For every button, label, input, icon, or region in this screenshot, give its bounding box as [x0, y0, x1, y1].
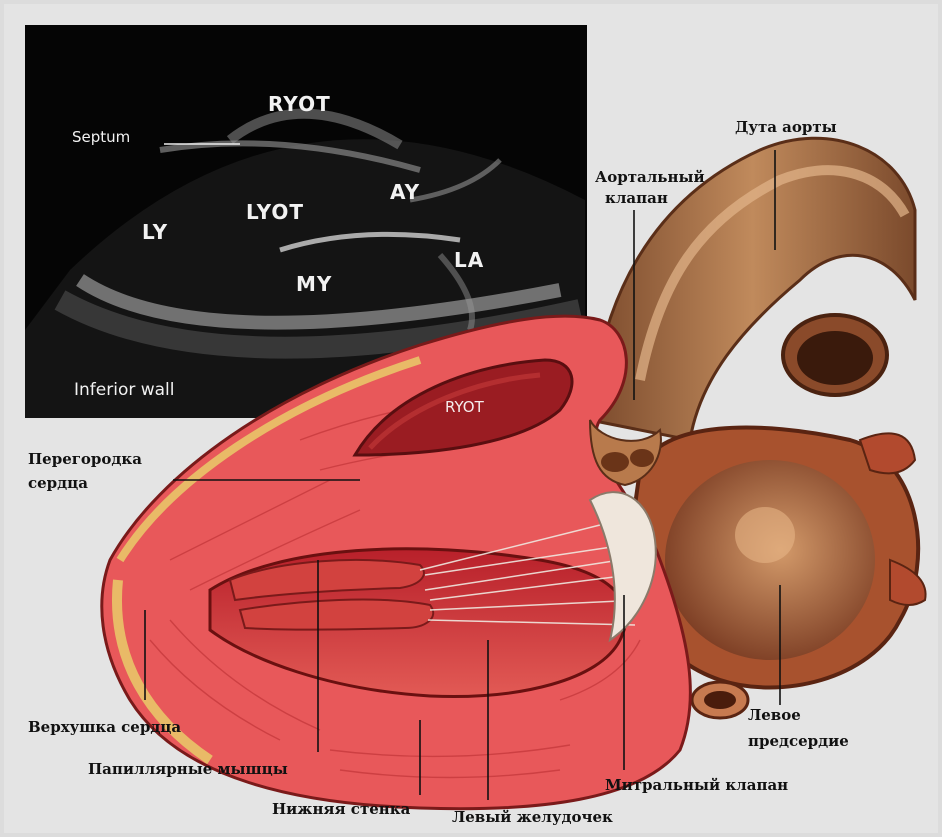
us-label-ryot: RYOT: [268, 92, 331, 116]
label-inferior-wall: Нижняя стенка: [272, 800, 410, 818]
label-aortic-valve-2: клапан: [605, 189, 668, 207]
us-label-lyot: LYOT: [246, 200, 304, 224]
us-label-la: LA: [454, 248, 484, 272]
us-label-inferior-wall: Inferior wall: [74, 380, 175, 400]
label-aortic-arch: Дута аорты: [735, 118, 837, 136]
label-septum-2: сердца: [28, 474, 88, 492]
label-septum-1: Перегородка: [28, 450, 142, 468]
us-label-av: AY: [390, 180, 420, 204]
us-label-septum: Septum: [72, 128, 130, 146]
us-label-mv: MY: [296, 272, 332, 296]
label-left-atrium-1: Левое: [748, 706, 801, 724]
label-left-atrium-2: предсердие: [748, 732, 849, 750]
label-left-ventricle: Левый желудочек: [452, 808, 613, 826]
label-aortic-valve-1: Аортальный: [595, 168, 705, 186]
label-apex: Верхушка сердца: [28, 718, 181, 736]
us-label-ly: LY: [142, 220, 168, 244]
heart-label-ryot: RYOT: [445, 398, 484, 416]
label-mitral-valve: Митральный клапан: [605, 776, 788, 794]
label-papillary-muscles: Папиллярные мышцы: [88, 760, 288, 778]
